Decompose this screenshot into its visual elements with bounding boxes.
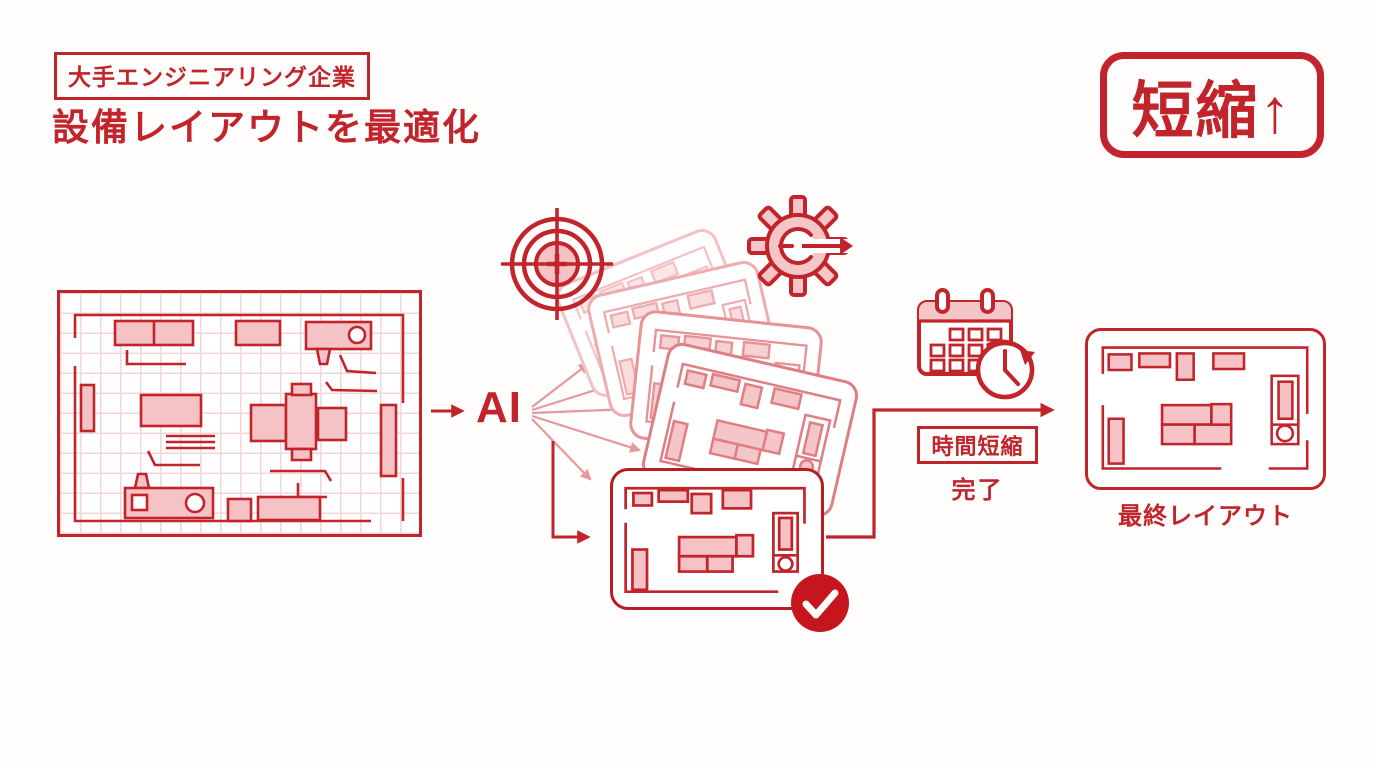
- target-icon: [501, 208, 613, 320]
- factory-floorplan-drawing: [73, 313, 405, 523]
- shorten-badge: 短縮↑: [1100, 52, 1324, 158]
- shorten-badge-text: 短縮↑: [1131, 77, 1293, 146]
- company-label: 大手エンジニアリング企業: [68, 64, 356, 90]
- arrow-ai-to-selected: [551, 441, 591, 544]
- candidate-layout-4: [638, 339, 862, 521]
- selected-layout-card: [610, 468, 824, 610]
- calendar-clock-icon: [917, 288, 1035, 400]
- page-title: 設備レイアウトを最適化: [52, 107, 481, 148]
- current-factory-layout: [57, 290, 422, 537]
- final-layout-caption: 最終レイアウト: [1118, 503, 1293, 530]
- final-layout-card: [1085, 328, 1326, 490]
- ai-label: AI: [476, 383, 522, 432]
- check-icon: [791, 574, 849, 632]
- time-reduction-box: 時間短縮: [917, 426, 1038, 464]
- done-label: 完了: [951, 477, 1004, 504]
- company-label-box: 大手エンジニアリング企業: [54, 52, 370, 100]
- gear-arrow-icon: [747, 195, 856, 297]
- time-reduction-label: 時間短縮: [931, 434, 1024, 459]
